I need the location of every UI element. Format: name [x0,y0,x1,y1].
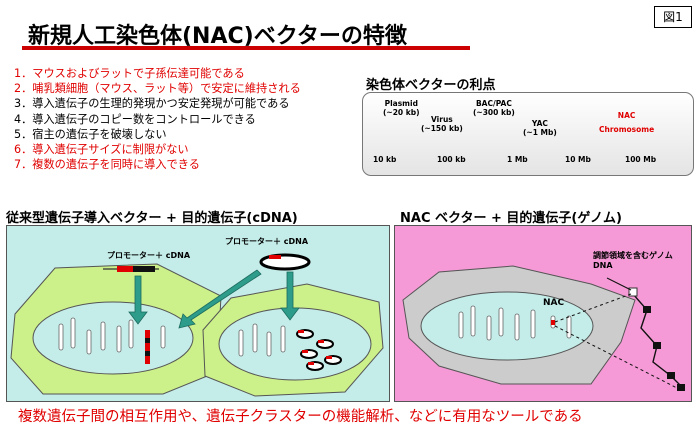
nac-chromosome [550,315,556,329]
promoter-cdna-label: プロモーター＋ cDNA [225,237,309,246]
genomic-dna [628,287,685,391]
right-panel-heading: NAC ベクター + 目的遺伝子(ゲノム) [400,211,622,226]
merit-title: 染色体ベクターの利点 [366,78,496,93]
integrated-cdna-insert [145,330,150,364]
scale-label: 10 Mb [565,155,591,164]
scale-label: 10 kb [373,155,397,164]
vector-size: (~300 kb) [473,108,515,117]
chromosomes [58,317,166,355]
vector-name: Plasmid [384,99,418,108]
genome-dna-label-line2: DNA [593,261,613,270]
nac-label: NAC [543,298,565,308]
feature-item: 4．導入遺伝子のコピー数をコントロールできる [14,112,256,126]
scale-label: 100 kb [437,155,466,164]
feature-item: 1．マウスおよびラットで子孫伝達可能である [14,67,245,80]
vector-sub: Chromosome [599,125,655,134]
episomal-vectors [296,329,342,371]
nac-diagram [402,265,685,391]
dashed-guides [554,293,682,391]
vector-size: (~150 kb) [421,124,463,133]
title-underline [22,46,470,50]
vector-size-comparison-box: Plasmid (~20 kb) Virus (~150 kb) BAC/PAC… [362,92,694,176]
feature-item: 5．宿主の遺伝子を破壊しない [14,127,167,141]
nucleus [420,291,594,361]
vector-size: (~20 kb) [383,108,420,117]
vector-name: BAC/PAC [475,99,512,108]
figure-label: 図1 [654,6,692,28]
feature-item: 6．導入遺伝子サイズに制限がない [14,143,189,157]
feature-item: 7．複数の遺伝子を同時に導入できる [14,158,200,172]
promoter-cdna-label: プロモーター＋ cDNA [107,251,191,260]
vector-yac: YAC (~1 Mb) [523,119,557,137]
nac-vector-panel: 調節領域を含むゲノム DNA NAC [394,225,692,402]
arrows [128,269,300,329]
left-panel-heading: 従来型遺伝子導入ベクター + 目的遺伝子(cDNA) [6,211,298,226]
chromosomes [238,323,286,357]
vector-plasmid: Plasmid (~20 kb) [383,99,420,117]
scale-label: 100 Mb [625,155,657,164]
vector-virus: Virus (~150 kb) [421,115,463,133]
vector-nac: NAC Chromosome [599,111,654,134]
vector-size: (~1 Mb) [523,128,557,137]
circular-construct [259,253,311,271]
feature-item: 3．導入遺伝子の生理的発現かつ安定発現が可能である [14,97,290,111]
nucleus [32,301,194,375]
feature-list: 1．マウスおよびラットで子孫伝達可能である 2．哺乳類細胞（マウス、ラット等）で… [14,66,301,172]
page-title: 新規人工染色体(NAC)ベクターの特徴 [28,24,407,49]
feature-item: 2．哺乳類細胞（マウス、ラット等）で安定に維持される [14,82,301,96]
scale-label: 1 Mb [507,155,528,164]
vector-bac: BAC/PAC (~300 kb) [473,99,515,117]
vector-name: YAC [531,119,548,128]
conventional-diagram [10,253,384,397]
genome-dna-label: 調節領域を含むゲノム [593,251,673,260]
linear-construct [103,266,159,272]
summary-text: 複数遺伝子間の相互作用や、遺伝子クラスターの機能解析、などに有用なツールである [18,409,583,425]
conventional-vector-panel: プロモーター＋ cDNA プロモーター＋ cDNA [6,225,390,402]
genome-pointer [606,277,632,291]
vector-name: Virus [431,115,453,124]
vector-name: NAC [617,111,636,120]
